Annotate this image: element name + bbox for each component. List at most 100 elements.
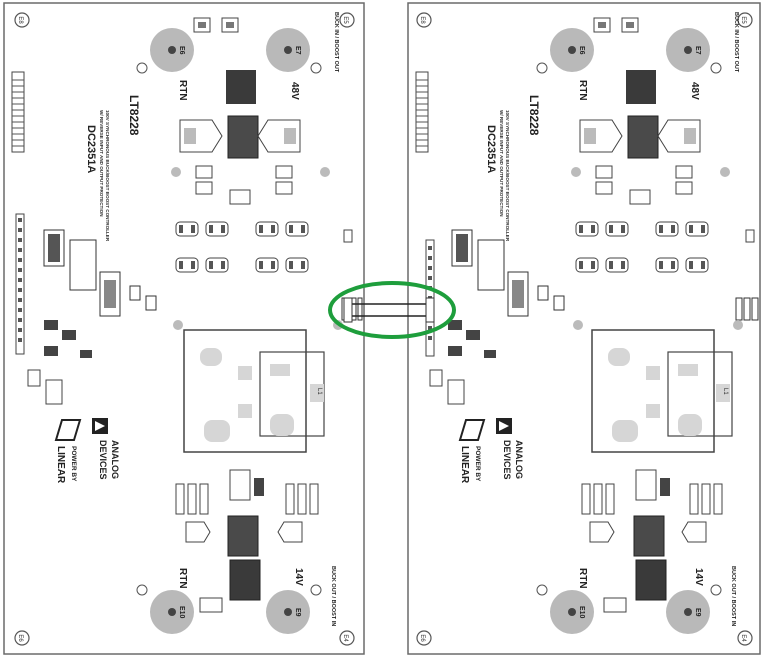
analog-devices-logo: ANALOG DEVICES — [496, 418, 524, 480]
label-14v: 14V — [293, 568, 304, 586]
mount-hole-label: E6 — [17, 634, 23, 642]
terminal-bottom-left: E10 — [150, 590, 194, 634]
controller-ic-area — [429, 229, 565, 405]
mosfet-footprint — [179, 119, 223, 153]
terminal-bottom-left: E10 — [550, 590, 594, 634]
terminal-label: E7 — [694, 46, 701, 55]
analog-devices-logo: ANALOG DEVICES — [92, 418, 120, 480]
mount-hole-label: E5 — [740, 16, 746, 24]
via-pad — [571, 167, 581, 177]
board-interconnect — [343, 297, 435, 323]
pin-header-pins — [18, 218, 22, 342]
terminal-top-right: E7 — [266, 28, 310, 72]
via-marker — [310, 584, 322, 596]
controller-ic-area — [27, 229, 157, 405]
via-pad — [720, 167, 730, 177]
board-subtitle: 100V SYNCHRONOUS BUCK/BOOST BOOST CONTRO… — [505, 110, 510, 242]
terminal-label: E6 — [578, 46, 585, 55]
terminal-top-right: E7 — [666, 28, 710, 72]
mount-hole-label: E4 — [342, 634, 348, 642]
inductor-l1: L1 — [591, 329, 733, 453]
logo-text: DEVICES — [502, 440, 512, 480]
terminal-label: E10 — [178, 606, 185, 619]
mount-hole-label: E8 — [17, 16, 23, 24]
terminal-bottom-right: E9 — [666, 590, 710, 634]
terminal-top-left: E6 — [550, 28, 594, 72]
board-outline — [3, 2, 365, 655]
interconnect-pin — [425, 297, 435, 323]
edge-connector — [735, 297, 759, 321]
label-rtn-bottom: RTN — [577, 568, 588, 589]
label-14v: 14V — [693, 568, 704, 586]
inductor-label: L1 — [722, 388, 728, 395]
via-marker — [536, 584, 548, 596]
mount-hole-tr: E5 — [339, 12, 355, 28]
mount-hole-bl: E6 — [14, 630, 30, 646]
capacitor-bank — [175, 221, 309, 273]
board-left: E8 E5 E6 E4 E6 E7 RTN 48V BUCK IN / BO — [3, 2, 365, 655]
pin-header — [15, 213, 25, 355]
label-buck-in-boost-out: BUCK IN / BOOST OUT — [733, 12, 739, 73]
board-title: LT8228 — [527, 95, 541, 136]
inductor-label: L1 — [316, 388, 322, 395]
label-rtn-top: RTN — [577, 80, 588, 101]
board-subtitle: 100V SYNCHRONOUS BUCK/BOOST BOOST CONTRO… — [105, 110, 110, 242]
mount-hole-label: E8 — [419, 16, 425, 24]
inductor-l1: L1 — [183, 329, 325, 453]
dip-switch-stripes — [416, 79, 428, 147]
mosfet-footprint — [257, 119, 301, 153]
power-part-dark — [627, 115, 659, 159]
linear-logo: POWER BY LINEAR — [54, 419, 82, 484]
label-48v: 48V — [289, 82, 300, 100]
lower-components — [581, 469, 723, 613]
dip-switch-stripes — [12, 79, 24, 147]
label-buck-out-boost-in: BUCK OUT / BOOST IN — [730, 566, 736, 626]
via-pad — [173, 320, 183, 330]
via-pad — [171, 167, 181, 177]
capacitor-pair — [595, 165, 693, 195]
logo-text: ANALOG — [110, 440, 120, 479]
logo-text: ANALOG — [514, 440, 524, 479]
board-title: LT8228 — [127, 95, 141, 136]
logo-text: POWER BY — [474, 446, 481, 482]
via-pad — [573, 320, 583, 330]
board-outline — [407, 2, 761, 655]
test-point — [343, 229, 353, 243]
label-48v: 48V — [689, 82, 700, 100]
mount-hole-br: E4 — [737, 630, 753, 646]
label-buck-out-boost-in: BUCK OUT / BOOST IN — [330, 566, 336, 626]
label-rtn-top: RTN — [177, 80, 188, 101]
via-marker — [310, 62, 322, 74]
mount-hole-bl: E6 — [416, 630, 432, 646]
capacitor-pair — [195, 165, 293, 195]
label-buck-in-boost-out: BUCK IN / BOOST OUT — [333, 12, 339, 73]
logo-text: LINEAR — [55, 446, 66, 484]
diode-small — [229, 189, 251, 205]
mount-hole-br: E4 — [339, 630, 355, 646]
board-subtitle: W/ REVERSE INPUT AND OUTPUT PROTECTION — [99, 110, 104, 217]
mount-hole-tl: E8 — [416, 12, 432, 28]
logo-text: DEVICES — [98, 440, 108, 480]
terminal-label: E10 — [578, 606, 585, 619]
test-point — [745, 229, 755, 243]
board-right: E8 E5 E6 E4 E6 E7 RTN 48V BUCK IN / BOOS… — [407, 2, 761, 655]
via-marker — [710, 62, 722, 74]
via-pad — [320, 167, 330, 177]
terminal-label: E6 — [178, 46, 185, 55]
mount-hole-label: E5 — [342, 16, 348, 24]
board-part-number: DC2351A — [85, 125, 97, 173]
via-marker — [136, 584, 148, 596]
logo-text: LINEAR — [459, 446, 470, 484]
diode-small — [629, 189, 651, 205]
board-subtitle: W/ REVERSE INPUT AND OUTPUT PROTECTION — [499, 110, 504, 217]
logo-text: POWER BY — [70, 446, 77, 482]
lower-components — [175, 469, 319, 613]
mount-hole-tr: E5 — [737, 12, 753, 28]
terminal-top-left: E6 — [150, 28, 194, 72]
highlight-ellipse — [328, 281, 456, 339]
via-marker — [710, 584, 722, 596]
mount-hole-label: E4 — [740, 634, 746, 642]
label-rtn-bottom: RTN — [177, 568, 188, 589]
terminal-label: E9 — [294, 608, 301, 617]
